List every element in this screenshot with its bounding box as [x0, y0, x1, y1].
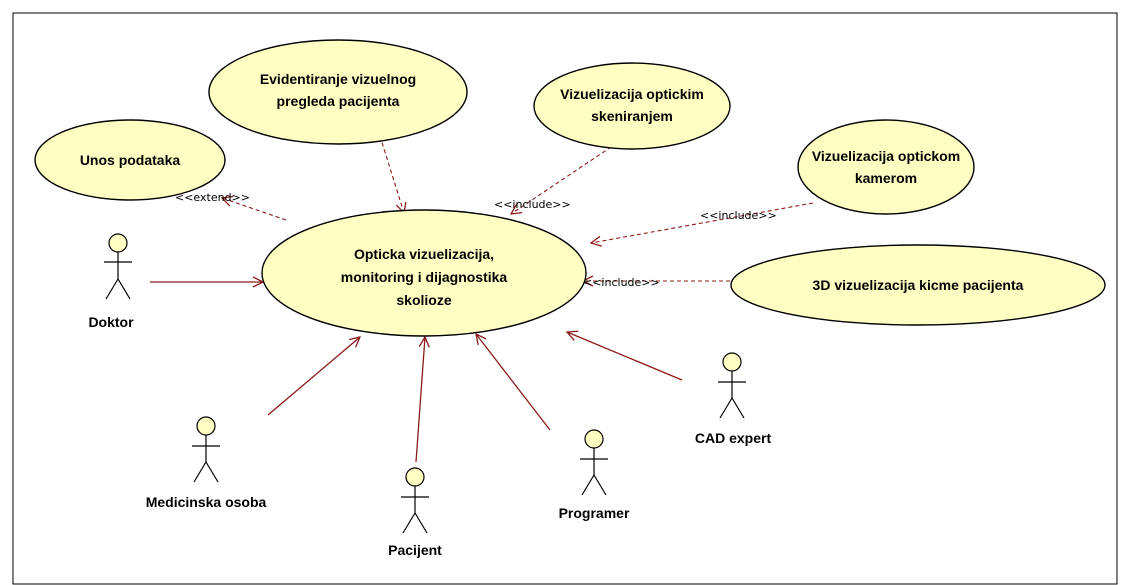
dep-extend [222, 198, 287, 221]
usecase-main-label-3: skolioze [396, 292, 451, 308]
associations [150, 282, 683, 463]
usecase-unos-podataka[interactable]: Unos podataka [34, 119, 226, 201]
actor-medicinska-figure [192, 416, 220, 483]
assoc-programer [476, 334, 551, 431]
assoc-pacijent [415, 337, 425, 463]
actor-cad-label: CAD expert [695, 430, 772, 446]
usecase-kamera-label-2: kamerom [855, 170, 917, 186]
actor-doktor[interactable]: Doktor [88, 233, 134, 330]
actor-pacijent[interactable]: Pacijent [388, 467, 442, 558]
usecase-kicma-label-1: 3D vizuelizacija kicme pacijenta [813, 277, 1024, 293]
usecase-unos-label-1: Unos podataka [80, 152, 181, 168]
stereotype-extend: <<extend>> [175, 191, 250, 204]
dependencies [222, 135, 814, 281]
assoc-medicinska-osoba [267, 337, 360, 416]
actor-doktor-figure [104, 233, 132, 300]
usecase-3d-kicma[interactable]: 3D vizuelizacija kicme pacijenta [730, 244, 1106, 326]
usecase-main-opticka-vizuelizacija[interactable]: Opticka vizuelizacija, monitoring i dija… [261, 209, 587, 337]
stereotype-include-kicma: <<include>> [583, 276, 660, 289]
actor-pacijent-figure [401, 467, 429, 534]
actor-programer-label: Programer [559, 505, 630, 521]
usecase-vizuelizacija-kamerom[interactable]: Vizuelizacija optickom kamerom [797, 119, 975, 215]
usecase-main-label-2: monitoring i dijagnostika [341, 269, 508, 285]
usecase-evidentiranje-label-2: pregleda pacijenta [277, 93, 400, 109]
usecase-skeniranje-label-2: skeniranjem [591, 108, 673, 124]
dep-include-skeniranje [511, 138, 624, 214]
stereotype-include-skeniranje: <<include>> [494, 198, 571, 211]
actor-doktor-label: Doktor [88, 314, 134, 330]
usecase-evidentiranje-label-1: Evidentiranje vizuelnog [260, 71, 416, 87]
actor-programer-figure [580, 429, 608, 496]
actor-cad-figure [718, 352, 746, 419]
dep-include-kamera [591, 202, 814, 243]
usecase-evidentiranje[interactable]: Evidentiranje vizuelnog pregleda pacijen… [208, 39, 468, 145]
actor-cad-expert[interactable]: CAD expert [695, 352, 772, 446]
actor-pacijent-label: Pacijent [388, 542, 442, 558]
stereotype-include-kamera: <<include>> [700, 209, 777, 222]
actor-programer[interactable]: Programer [559, 429, 630, 521]
usecase-main-label-1: Opticka vizuelizacija, [354, 246, 494, 262]
usecase-skeniranje-label-1: Vizuelizacija optickim [560, 86, 704, 102]
usecase-vizuelizacija-skeniranjem[interactable]: Vizuelizacija optickim skeniranjem [533, 62, 731, 150]
assoc-cad-expert [567, 332, 683, 381]
actor-medicinska-label: Medicinska osoba [146, 494, 267, 510]
actor-medicinska-osoba[interactable]: Medicinska osoba [146, 416, 267, 510]
usecase-kamera-label-1: Vizuelizacija optickom [812, 148, 960, 164]
